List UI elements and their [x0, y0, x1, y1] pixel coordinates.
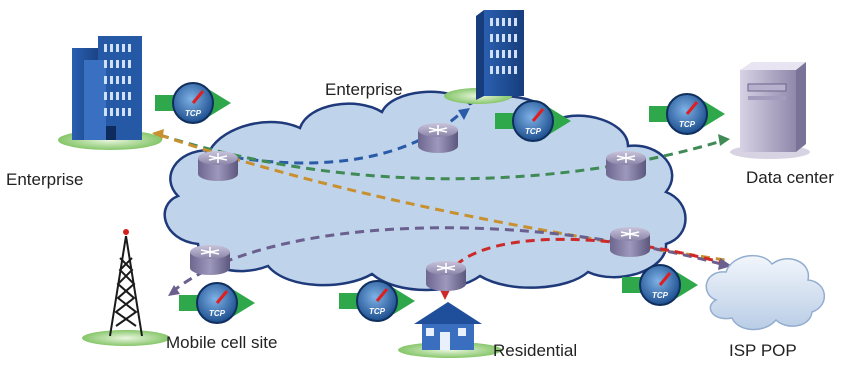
tcp-badge-text: TCP	[369, 307, 386, 316]
router-icon	[418, 123, 458, 153]
cell-tower-icon	[82, 229, 170, 346]
router-icon	[190, 245, 230, 275]
flow-blue	[204, 110, 464, 165]
router-icon	[610, 227, 650, 257]
router-icon	[198, 151, 238, 181]
tcp-gauge-icon: TCP	[155, 82, 231, 124]
tcp-gauge-icon: TCP	[622, 264, 698, 306]
router-icon	[426, 261, 466, 291]
label-data-center: Data center	[746, 168, 834, 187]
tcp-gauge-icon: TCP	[339, 280, 415, 322]
network-cloud	[163, 90, 687, 292]
tcp-badge-text: TCP	[679, 120, 696, 129]
flow-orange	[159, 133, 726, 262]
flow-arrowheads	[152, 108, 732, 300]
router-icon	[606, 151, 646, 181]
tower-building-icon	[444, 10, 524, 104]
label-isp-pop: ISP POP	[729, 341, 797, 360]
tcp-badge-text: TCP	[209, 309, 226, 318]
label-mobile-cell-site: Mobile cell site	[166, 333, 278, 352]
building-icon	[58, 36, 162, 150]
house-icon	[398, 302, 502, 358]
tcp-gauge-icon: TCP	[495, 100, 571, 142]
isp-cloud-icon	[705, 254, 825, 331]
tcp-badge-text: TCP	[652, 291, 669, 300]
tcp-gauge-icon: TCP	[179, 282, 255, 324]
label-enterprise-left: Enterprise	[6, 170, 84, 189]
tcp-gauge-icon: TCP	[649, 93, 725, 135]
tcp-badge-text: TCP	[525, 127, 542, 136]
flow-green	[159, 133, 726, 181]
label-enterprise-top: Enterprise	[325, 80, 403, 99]
server-icon	[730, 62, 810, 159]
label-residential: Residential	[493, 341, 578, 360]
tcp-badge-text: TCP	[185, 109, 202, 118]
